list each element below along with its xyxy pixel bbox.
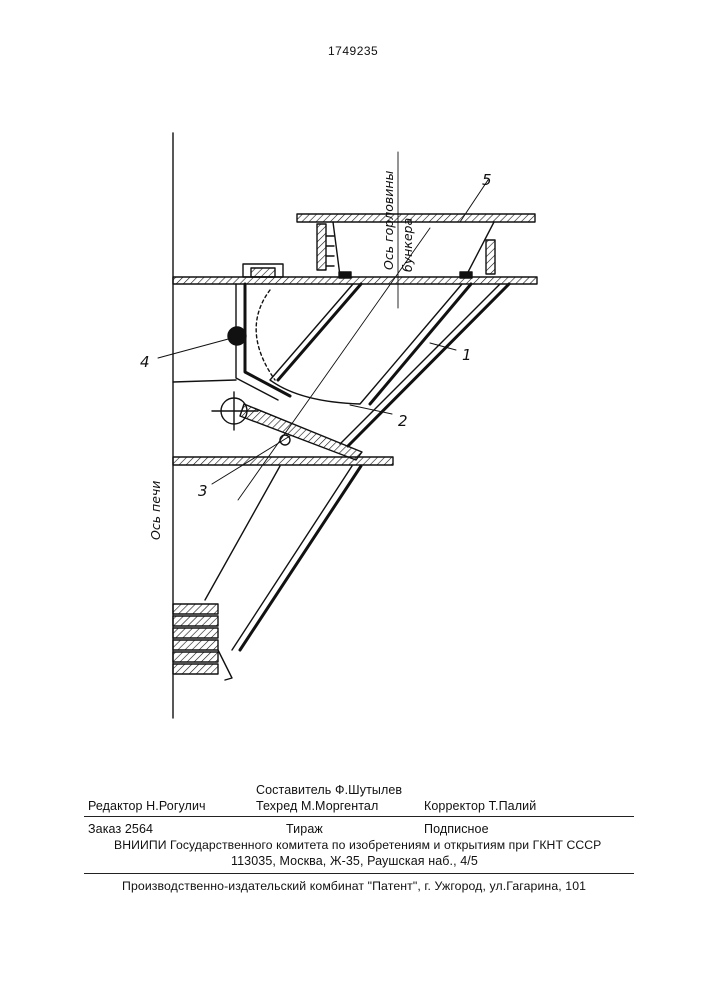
corrector-line: Корректор Т.Палий (424, 799, 536, 813)
lower-chute (205, 466, 352, 650)
lower-flange (173, 457, 393, 465)
techred-line: Техред М.Моргентал (256, 799, 378, 813)
hopper-axis-label: бункера (400, 218, 415, 272)
callout-3: 3 (198, 482, 208, 500)
rule-top (84, 816, 634, 817)
callout-1: 1 (462, 346, 472, 364)
top-flange (297, 214, 535, 222)
address-line: 113035, Москва, Ж-35, Раушская наб., 4/5 (231, 854, 478, 868)
order-line: Заказ 2564 (88, 822, 153, 836)
rule-bottom (84, 873, 634, 874)
editor-line: Редактор Н.Рогулич (88, 799, 206, 813)
right-bellows (486, 240, 495, 274)
valve-ball (228, 327, 246, 345)
furnace-axis-label: Ось печи (148, 481, 163, 540)
left-bellows (317, 224, 326, 270)
furnace-bricks (173, 604, 218, 674)
callout-4: 4 (140, 353, 150, 371)
callout-2: 2 (398, 412, 408, 430)
publisher-line: Производственно-издательский комбинат "П… (122, 879, 586, 893)
throat-axis-label: Ось горловины (381, 170, 396, 270)
subscription-line: Подписное (424, 822, 489, 836)
deck-plate (173, 277, 537, 284)
inner-curve (256, 290, 275, 380)
damper-plate (240, 404, 362, 460)
compiler-line: Составитель Ф.Шутылев (256, 783, 402, 797)
circulation-line: Тираж (286, 822, 323, 836)
institute-line: ВНИИПИ Государственного комитета по изоб… (114, 838, 601, 852)
callout-5: 5 (482, 171, 492, 189)
